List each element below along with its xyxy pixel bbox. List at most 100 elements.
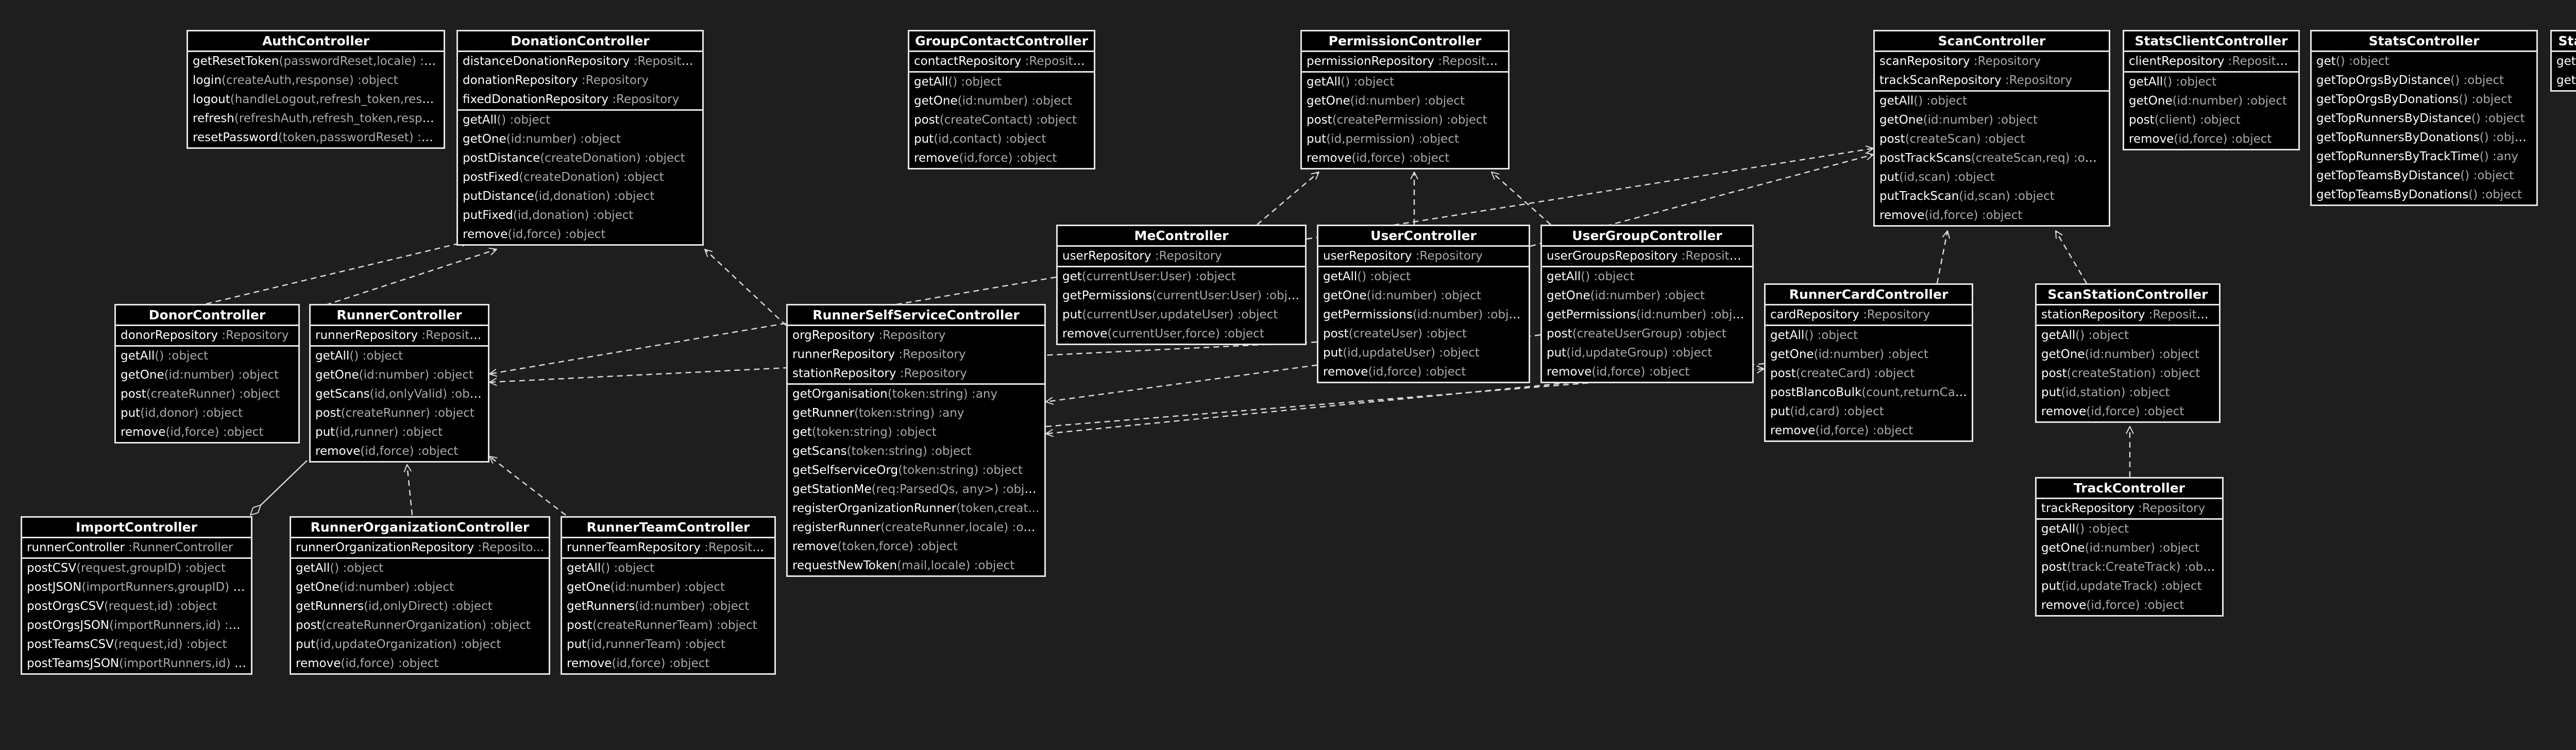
method-row[interactable]: getAll() :object <box>1542 267 1752 286</box>
attribute-row[interactable]: stationRepository :Repository <box>2037 305 2219 325</box>
method-row[interactable]: remove(currentUser,force) :object <box>1058 325 1305 344</box>
method-row[interactable]: remove(id,force) :object <box>116 423 298 442</box>
method-row[interactable]: remove(id,force) :object <box>562 654 774 673</box>
method-row[interactable]: remove(id,force) :object <box>2037 402 2219 421</box>
method-row[interactable]: getOne(id:number) :object <box>1542 286 1752 305</box>
method-row[interactable]: getTopTeamsByDistance() :object <box>2312 166 2536 185</box>
method-row[interactable]: getAll() :object <box>2124 73 2298 92</box>
method-row[interactable]: getOne(id:number) :object <box>311 366 488 385</box>
method-row[interactable]: requestNewToken(mail,locale) :object <box>788 556 1044 575</box>
method-row[interactable]: put(id,card) :object <box>1766 402 1972 421</box>
method-row[interactable]: post(track:CreateTrack) :object <box>2037 558 2222 577</box>
method-row[interactable]: getScans(id,onlyValid) :object <box>311 385 488 404</box>
method-row[interactable]: getOne(id:number) :object <box>2124 92 2298 111</box>
attribute-row[interactable]: fixedDonationRepository :Repository <box>458 90 702 109</box>
method-row[interactable]: getOne(id:number) :object <box>1875 111 2109 130</box>
method-row[interactable]: put(id,station) :object <box>2037 383 2219 402</box>
attribute-row[interactable]: donorRepository :Repository <box>116 326 298 345</box>
method-row[interactable]: post(createRunnerTeam) :object <box>562 616 774 635</box>
method-row[interactable]: getOne(id:number) :object <box>1302 92 1508 111</box>
method-row[interactable]: put(id,updateOrganization) :object <box>291 635 549 654</box>
method-row[interactable]: getAll() :object <box>2037 520 2222 539</box>
method-row[interactable]: getAll() :object <box>311 347 488 366</box>
method-row[interactable]: getOne(id:number) :object <box>2037 539 2222 558</box>
method-row[interactable]: getRunner(token:string) :any <box>788 404 1044 423</box>
method-row[interactable]: remove(id,force) :object <box>311 442 488 461</box>
method-row[interactable]: login(createAuth,response) :object <box>188 71 444 90</box>
method-row[interactable]: getTopOrgsByDistance() :object <box>2312 71 2536 90</box>
method-row[interactable]: getOne(id:number) :object <box>1766 345 1972 364</box>
method-row[interactable]: getTopRunnersByDonations() :object <box>2312 128 2536 147</box>
method-row[interactable]: getAll() :object <box>1318 267 1529 286</box>
method-row[interactable]: getOne(id:number) :object <box>2037 345 2219 364</box>
attribute-row[interactable]: userRepository :Repository <box>1318 247 1529 266</box>
method-row[interactable]: remove(id,force) :object <box>909 149 1094 168</box>
attribute-row[interactable]: contactRepository :Repository <box>909 52 1094 71</box>
method-row[interactable]: getStationMe(req:ParsedQs, any>) :object <box>788 480 1044 499</box>
method-row[interactable]: get(currentUser:User) :object <box>1058 267 1305 286</box>
method-row[interactable]: get(token:string) :object <box>788 423 1044 442</box>
method-row[interactable]: post(createContact) :object <box>909 111 1094 130</box>
attribute-row[interactable]: runnerRepository :Repository <box>311 326 488 345</box>
method-row[interactable]: postFixed(createDonation) :object <box>458 168 702 187</box>
method-row[interactable]: getAll() :object <box>1766 326 1972 345</box>
attribute-row[interactable]: runnerRepository :Repository <box>788 345 1044 364</box>
method-row[interactable]: getOrganisation(token:string) :any <box>788 385 1044 404</box>
method-row[interactable]: registerRunner(createRunner,locale) :obj… <box>788 518 1044 537</box>
method-row[interactable]: getScans(token:string) :object <box>788 442 1044 461</box>
attribute-row[interactable]: runnerController :RunnerController <box>22 538 251 557</box>
method-row[interactable]: getAll() :object <box>116 347 298 366</box>
method-row[interactable]: getAll() :object <box>562 559 774 578</box>
attribute-row[interactable]: trackScanRepository :Repository <box>1875 71 2109 90</box>
method-row[interactable]: putTrackScan(id,scan) :object <box>1875 187 2109 206</box>
attribute-row[interactable]: distanceDonationRepository :Repository <box>458 52 702 71</box>
method-row[interactable]: postTeamsCSV(request,id) :object <box>22 635 251 654</box>
method-row[interactable]: put(id,updateUser) :object <box>1318 344 1529 363</box>
method-row[interactable]: logout(handleLogout,refresh_token,resp..… <box>188 90 444 109</box>
method-row[interactable]: getSelfserviceOrg(token:string) :object <box>788 461 1044 480</box>
method-row[interactable]: post(createUser) :object <box>1318 325 1529 344</box>
method-row[interactable]: postTrackScans(createScan,req) :object <box>1875 149 2109 168</box>
method-row[interactable]: get() :object <box>2312 52 2536 71</box>
method-row[interactable]: getTopOrgsByDonations() :object <box>2312 90 2536 109</box>
method-row[interactable]: getOne(id:number) :object <box>1318 286 1529 305</box>
method-row[interactable]: remove(id,force) :object <box>1875 206 2109 225</box>
method-row[interactable]: putDistance(id,donation) :object <box>458 187 702 206</box>
method-row[interactable]: getOne(id:number) :object <box>562 578 774 597</box>
attribute-row[interactable]: cardRepository :Repository <box>1766 305 1972 325</box>
method-row[interactable]: getPermissions(id:number) :object <box>1542 305 1752 325</box>
method-row[interactable]: postDistance(createDonation) :object <box>458 149 702 168</box>
method-row[interactable]: getTopRunnersByDistance() :object <box>2312 109 2536 128</box>
method-row[interactable]: putFixed(id,donation) :object <box>458 206 702 225</box>
method-row[interactable]: post(createRunner) :object <box>116 385 298 404</box>
method-row[interactable]: getAll() :object <box>909 73 1094 92</box>
method-row[interactable]: post(createRunnerOrganization) :object <box>291 616 549 635</box>
method-row[interactable]: getAll() :object <box>1875 92 2109 111</box>
method-row[interactable]: remove(id,force) :object <box>2037 596 2222 615</box>
attribute-row[interactable]: userGroupsRepository :Repository <box>1542 247 1752 266</box>
method-row[interactable]: post(createRunner) :object <box>311 404 488 423</box>
method-row[interactable]: postCSV(request,groupID) :object <box>22 559 251 578</box>
attribute-row[interactable]: stationRepository :Repository <box>788 364 1044 383</box>
method-row[interactable]: put(id,contact) :object <box>909 130 1094 149</box>
method-row[interactable]: getPermissions(id:number) :object <box>1318 305 1529 325</box>
method-row[interactable]: postBlancoBulk(count,returnCards) :obje.… <box>1766 383 1972 402</box>
method-row[interactable]: post(createCard) :object <box>1766 364 1972 383</box>
method-row[interactable]: getAll() :object <box>2037 326 2219 345</box>
attribute-row[interactable]: permissionRepository :Repository <box>1302 52 1508 71</box>
attribute-row[interactable]: orgRepository :Repository <box>788 326 1044 345</box>
method-row[interactable]: postOrgsCSV(request,id) :object <box>22 597 251 616</box>
method-row[interactable]: resetPassword(token,passwordReset) :o... <box>188 128 444 147</box>
method-row[interactable]: postOrgsJSON(importRunners,id) :object <box>22 616 251 635</box>
